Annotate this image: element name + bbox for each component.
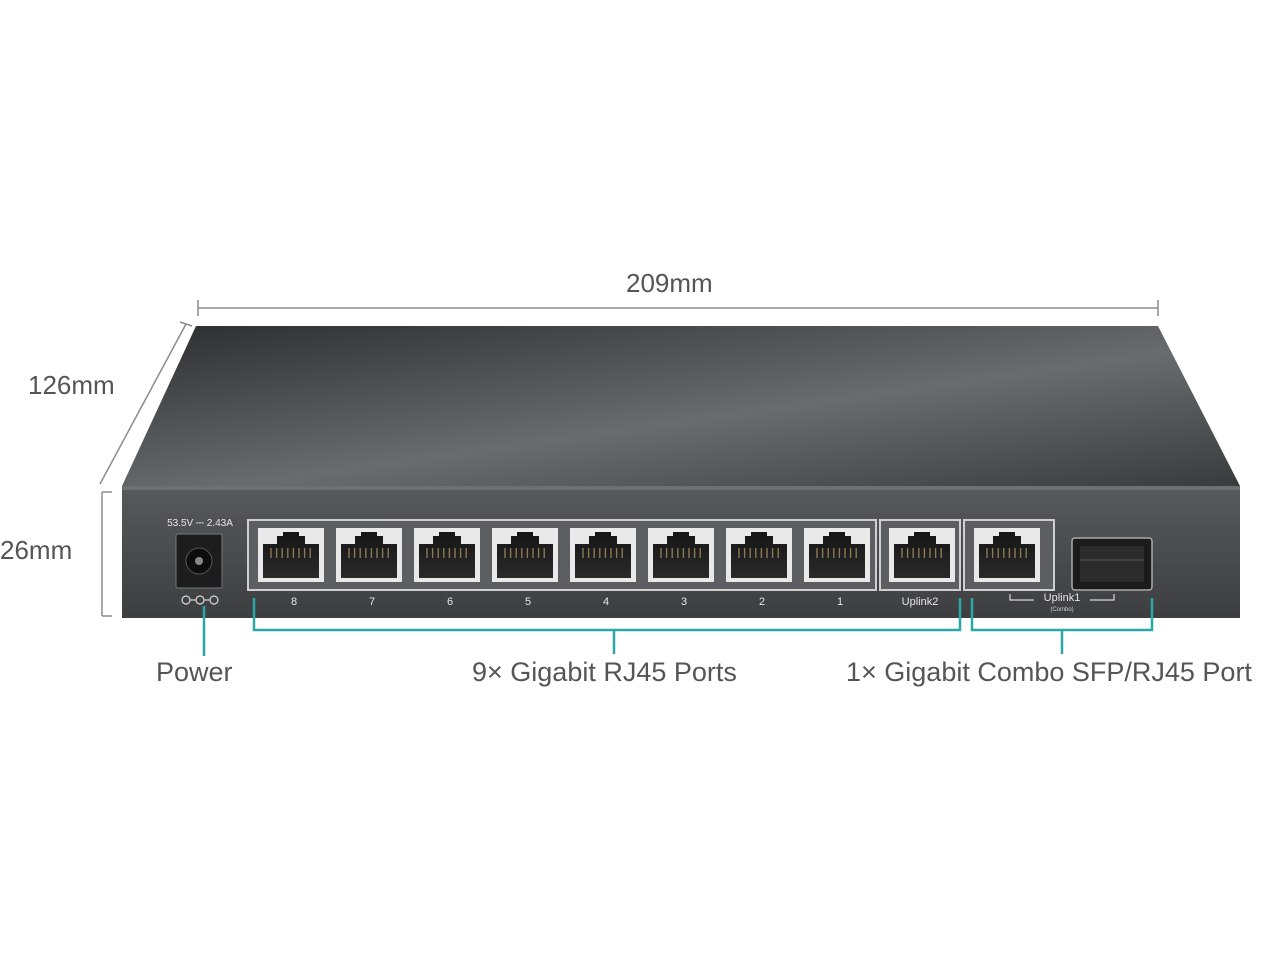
port-label-4: 4 xyxy=(603,596,609,608)
port-label-2: 2 xyxy=(759,596,765,608)
rj45-port-2 xyxy=(726,528,792,582)
rj45-port-4 xyxy=(570,528,636,582)
width-dimension-label: 209mm xyxy=(626,268,713,298)
port-label-7: 7 xyxy=(369,596,375,608)
combo-callout: 1× Gigabit Combo SFP/RJ45 Port xyxy=(846,657,1252,687)
port-label-8: 8 xyxy=(291,596,297,608)
polarity-symbol-icon xyxy=(181,595,219,605)
width-dimension-line xyxy=(197,300,1159,316)
rj45-port-8 xyxy=(258,528,324,582)
power-rating: 53.5V ⎓ 2.43A xyxy=(167,518,233,529)
height-dimension-label: 26mm xyxy=(0,535,73,565)
rj45-port-5 xyxy=(492,528,558,582)
combo-callout-bracket xyxy=(970,598,1154,654)
depth-dimension-label: 126mm xyxy=(28,370,115,400)
rj45-port-uplink2 xyxy=(889,528,955,582)
sfp-slot xyxy=(1071,537,1153,591)
depth-dimension-line xyxy=(99,321,193,485)
rj45-port-1 xyxy=(804,528,870,582)
power-callout: Power xyxy=(156,657,233,687)
power-jack xyxy=(175,533,223,589)
rj45-callout: 9× Gigabit RJ45 Ports xyxy=(472,657,737,687)
port-label-3: 3 xyxy=(681,596,687,608)
port-label-1: 1 xyxy=(837,596,843,608)
rj45-callout-bracket xyxy=(252,598,962,654)
uplink2-label: Uplink2 xyxy=(902,596,939,608)
uplink1-sublabel: (Combo) xyxy=(1050,607,1073,613)
port-label-5: 5 xyxy=(525,596,531,608)
chassis-top xyxy=(122,326,1240,486)
height-dimension-line xyxy=(101,491,112,617)
rj45-port-7 xyxy=(336,528,402,582)
rj45-port-6 xyxy=(414,528,480,582)
port-label-6: 6 xyxy=(447,596,453,608)
rj45-ports xyxy=(258,528,1040,582)
rj45-port-3 xyxy=(648,528,714,582)
uplink1-label: Uplink1 xyxy=(1044,592,1081,604)
rj45-port-uplink1 xyxy=(974,528,1040,582)
port-number-labels: 8 7 6 5 4 3 2 1 xyxy=(291,596,843,608)
uplink1-bracket xyxy=(1009,594,1115,601)
